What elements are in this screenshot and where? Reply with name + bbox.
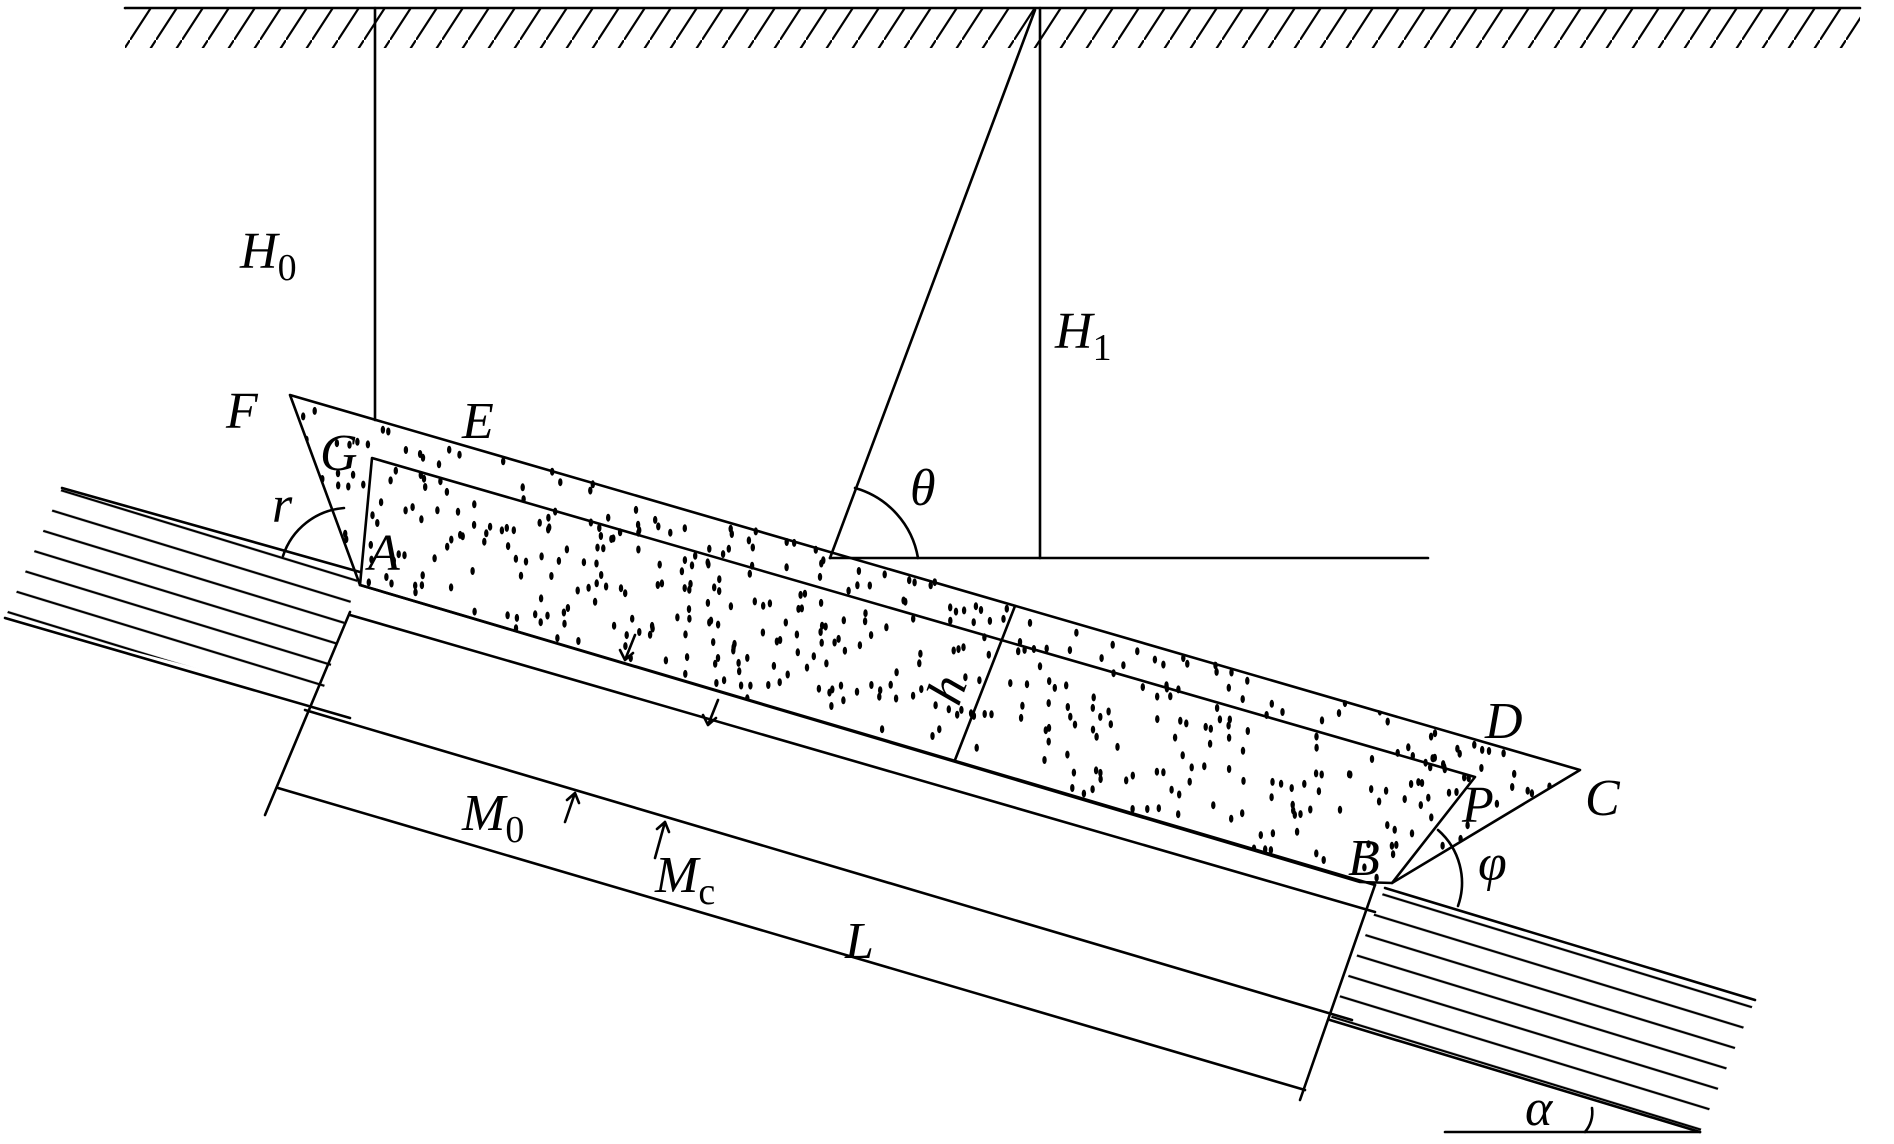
point-a-label: A (365, 525, 400, 582)
strata-left-hatch (5, 488, 360, 700)
m0-label: M0 (461, 785, 524, 851)
phi-angle-label: φ (1478, 835, 1507, 892)
inclined-fracture-line (828, 8, 1037, 560)
ground-surface (123, 6, 1862, 48)
caved-rock-dots (301, 406, 1569, 888)
caved-zone-outer (288, 393, 1582, 885)
coal-seam (263, 583, 1377, 1102)
seam-top-line (358, 583, 1377, 887)
r-angle-label: r (272, 477, 293, 534)
point-b-label: B (1348, 830, 1380, 887)
length-l-label: L (844, 913, 874, 970)
point-p-label: P (1461, 777, 1494, 834)
r-angle-arc (281, 506, 346, 558)
seam-right-edge (1298, 883, 1377, 1102)
point-c-label: C (1585, 770, 1621, 827)
point-f-label: F (225, 383, 259, 440)
arrows (563, 633, 720, 860)
alpha-angle-label: α (1525, 1080, 1554, 1137)
h-thickness-label: h (916, 668, 978, 712)
seam-mid-line (348, 613, 1377, 914)
point-g-label: G (320, 425, 358, 482)
strata-right-bottom (1328, 1018, 1702, 1134)
theta-angle-arc (853, 486, 920, 560)
point-d-label: D (1484, 693, 1523, 750)
theta-angle-label: θ (910, 460, 936, 517)
strata-right-hatch (1330, 888, 1755, 1132)
strata-left-top (60, 486, 362, 574)
strata-right-top (1383, 886, 1757, 1002)
alpha-angle-arc (1583, 1106, 1594, 1134)
mc-label: Mc (654, 847, 715, 913)
h-thickness-line (953, 604, 1017, 762)
h0-label: H0 (239, 223, 297, 289)
seam-left-edge (263, 610, 352, 817)
h1-label: H1 (1054, 303, 1112, 369)
caved-zone-inner (358, 456, 1477, 885)
strata-left-bottom (3, 616, 352, 720)
seam-bottom-line (303, 708, 1354, 1022)
phi-angle-arc (1436, 828, 1464, 908)
point-e-label: E (461, 393, 494, 450)
seam-base-line (276, 786, 1307, 1092)
